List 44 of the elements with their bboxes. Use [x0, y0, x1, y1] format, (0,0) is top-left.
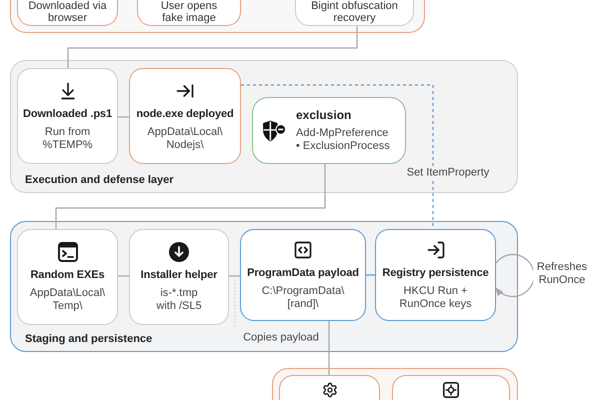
- connector: [55, 164, 326, 229]
- box-text: C:\ProgramData\ [rand]\: [260, 284, 346, 310]
- group-panel: [10, 221, 518, 352]
- connector: [118, 275, 129, 277]
- process-box: [375, 229, 496, 321]
- process-box: [240, 229, 366, 321]
- box-title: exclusion: [296, 108, 352, 122]
- process-box: [279, 375, 380, 400]
- process-box: [17, 229, 118, 325]
- loop-arrow: [495, 254, 534, 298]
- box-text: Downloaded via browser: [27, 0, 108, 24]
- connector: [229, 275, 240, 277]
- process-box: [17, 0, 118, 26]
- group-panel: [272, 368, 518, 400]
- box-title: Random EXEs: [30, 268, 105, 282]
- process-box: [252, 97, 406, 164]
- box-text: AppData\Local\ Nodejs\: [146, 126, 224, 152]
- box-text: Run from %TEMP%: [41, 126, 94, 152]
- group-panel: [10, 0, 425, 33]
- box-text: Bigint obfuscation recovery: [310, 0, 399, 24]
- process-box: [17, 68, 118, 164]
- group-label: Staging and persistence: [25, 332, 152, 346]
- box-text: User opens fake image: [160, 0, 218, 24]
- box-title: Registry persistence: [382, 266, 489, 280]
- box-title: node.exe deployed: [136, 106, 234, 120]
- box-text: is-*.tmp with /SL5: [155, 286, 203, 312]
- group-label: Execution and defense layer: [25, 173, 174, 187]
- box-text: HKCU Run + RunOnce keys: [398, 284, 473, 310]
- box-title: Downloaded .ps1: [23, 106, 112, 120]
- process-box: [129, 229, 229, 325]
- connector: [328, 321, 330, 375]
- connector: [366, 274, 375, 276]
- process-box: [392, 375, 510, 400]
- dashed-connector: [241, 84, 434, 229]
- box-title: ProgramData payload: [247, 266, 359, 280]
- box-text: Add-MpPreference • ExclusionProcess: [296, 127, 391, 153]
- box-title: Installer helper: [140, 268, 218, 282]
- box-text: AppData\Local\ Temp\: [28, 286, 106, 312]
- process-box: [129, 68, 241, 164]
- group-panel: [10, 60, 518, 193]
- process-box: [295, 0, 414, 26]
- connector: [118, 116, 129, 118]
- connector: [67, 26, 358, 68]
- process-box: [137, 0, 241, 26]
